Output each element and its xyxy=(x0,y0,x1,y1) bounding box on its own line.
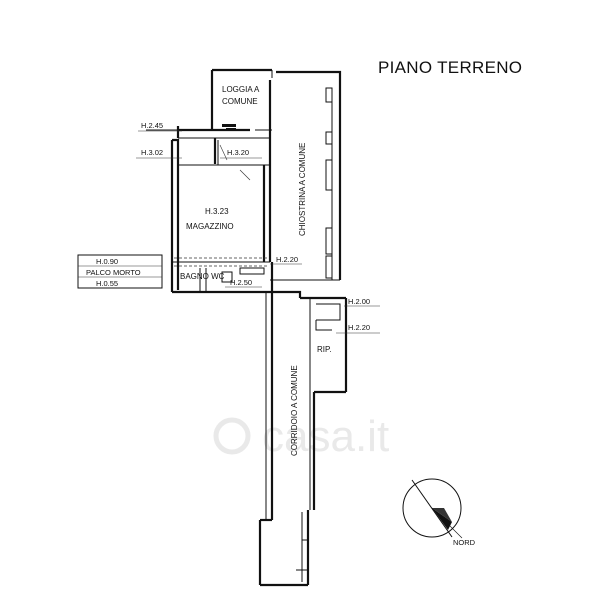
watermark-text: casa.it xyxy=(262,412,389,461)
height-markers xyxy=(136,124,380,334)
magazzino-height: H.3.23 xyxy=(205,207,229,216)
palco-label: PALCO MORTO xyxy=(86,268,141,277)
height-label-220-bath: H.2.20 xyxy=(276,255,298,264)
walls xyxy=(146,68,348,587)
plan-title: PIANO TERRENO xyxy=(378,58,522,77)
rip-label: RIP. xyxy=(317,345,332,354)
height-label-250: H.2.50 xyxy=(230,278,252,287)
height-label-302: H.3.02 xyxy=(141,148,163,157)
height-label-320: H.3.20 xyxy=(227,148,249,157)
loggia-label-line2: COMUNE xyxy=(222,97,258,106)
height-label-245: H.2.45 xyxy=(141,121,163,130)
height-label-200: H.2.00 xyxy=(348,297,370,306)
palco-morto-box: H.0.90 PALCO MORTO H.0.55 xyxy=(77,254,163,289)
palco-height-top: H.0.90 xyxy=(96,257,118,266)
magazzino-label: MAGAZZINO xyxy=(186,222,234,231)
compass-icon: NORD xyxy=(402,478,476,547)
compass-label: NORD xyxy=(453,538,476,547)
corridoio-label: CORRIDOIO A COMUNE xyxy=(290,365,299,456)
chiostrina-label: CHIOSTRINA A COMUNE xyxy=(298,143,307,236)
loggia-label-line1: LOGGIA A xyxy=(222,85,260,94)
bagno-label: BAGNO WC xyxy=(180,272,225,281)
height-label-220-rip: H.2.20 xyxy=(348,323,370,332)
palco-height-bottom: H.0.55 xyxy=(96,279,118,288)
watermark: casa.it xyxy=(213,412,389,461)
